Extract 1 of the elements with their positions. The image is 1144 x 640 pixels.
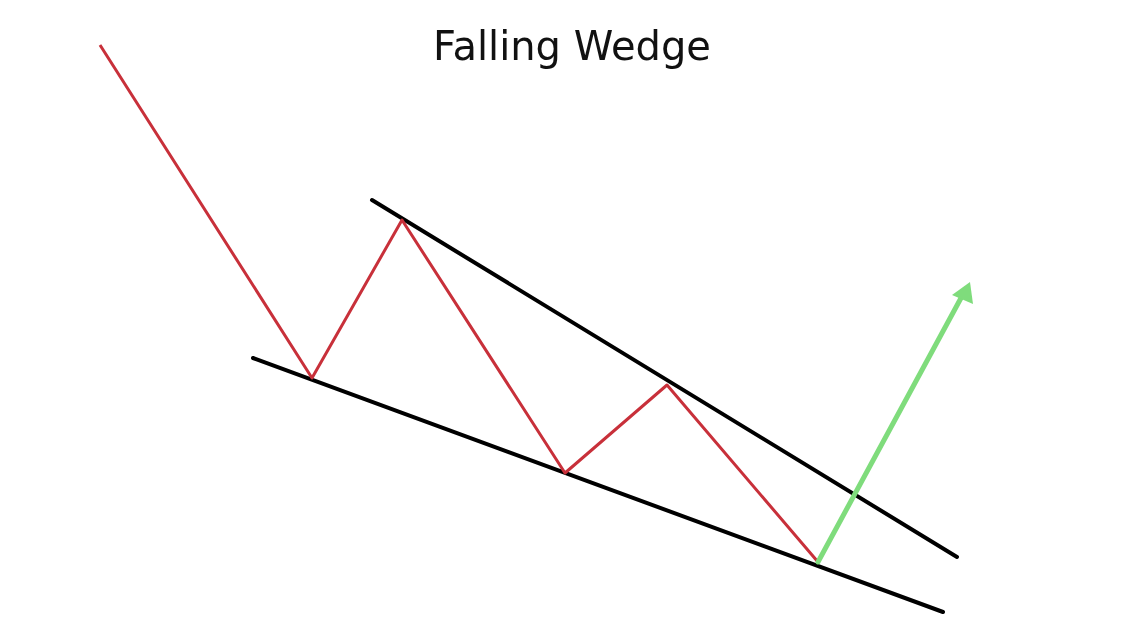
chart-title: Falling Wedge bbox=[433, 22, 711, 70]
